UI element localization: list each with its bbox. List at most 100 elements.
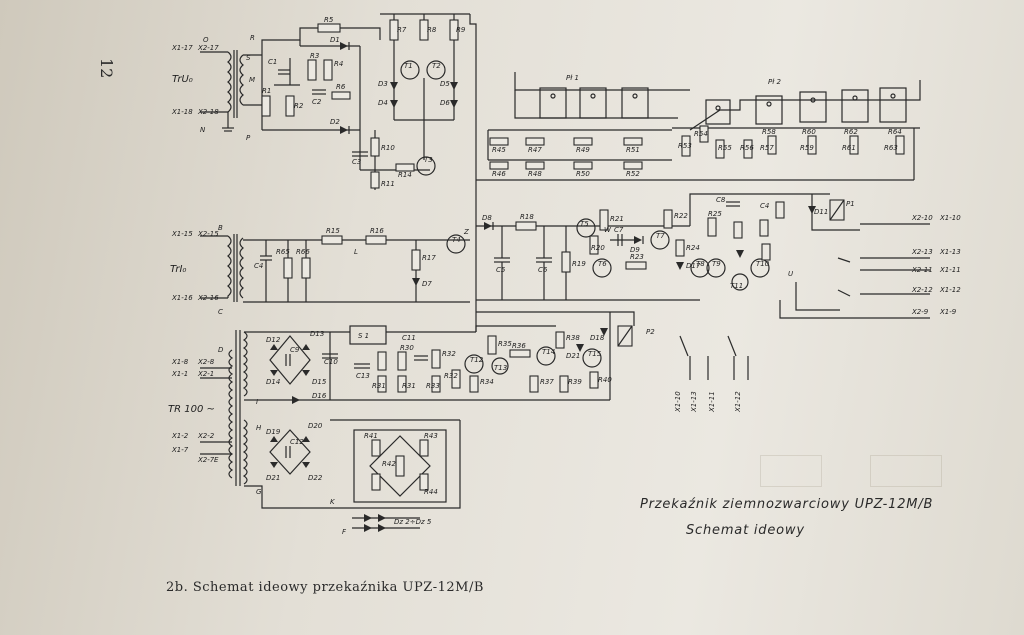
label-c7: C7 <box>614 226 624 234</box>
paper-emboss-mark <box>870 455 942 487</box>
label-r17: R17 <box>422 254 436 262</box>
label-r25: R25 <box>708 210 722 218</box>
label-r41: R41 <box>364 432 378 440</box>
terminal-x1-18: X1-18 <box>171 108 193 116</box>
label-t6: T6 <box>598 260 607 268</box>
label-r37: R37 <box>540 378 554 386</box>
label-t7: T7 <box>656 232 665 240</box>
label-r4: R4 <box>334 60 343 68</box>
label-c5: C5 <box>496 266 506 274</box>
label-t2: T2 <box>432 62 441 70</box>
label-d21: D21 <box>266 474 280 482</box>
label-c4: C4 <box>254 262 263 270</box>
label-r47: R47 <box>528 146 542 154</box>
label-r53: R53 <box>678 142 692 150</box>
label-d20: D20 <box>308 422 323 430</box>
label-r57: R57 <box>760 144 774 152</box>
label-p1: P1 <box>846 200 855 208</box>
label-pl2: Pł 2 <box>768 78 781 86</box>
label-r63: R63 <box>884 144 898 152</box>
label-t15: T15 <box>588 350 602 358</box>
label-c2: C2 <box>312 98 322 106</box>
terminal-x2-7: X2-7 <box>197 456 215 464</box>
node-label-o: O <box>203 36 209 44</box>
label-t1: T1 <box>404 62 413 70</box>
label-dz2-dz5: Dz 2÷Dz 5 <box>394 518 432 526</box>
label-r58: R58 <box>762 128 776 136</box>
label-r6: R6 <box>336 83 346 91</box>
label-t11: T11 <box>730 282 743 290</box>
label-r24: R24 <box>686 244 700 252</box>
output-relay-p1: P1 D11 X2-10 X1-10 X2-13 X1-13 X2-11 X1-… <box>779 194 961 319</box>
terminal-x1-7: X1-7 <box>171 446 189 454</box>
transformer-tri0-label: TrI₀ <box>170 264 186 275</box>
label-d1: D1 <box>330 36 340 44</box>
terminal-x2-8: X2-8 <box>197 358 215 366</box>
node-label-u: U <box>788 270 793 278</box>
node-label-m: M <box>249 76 255 84</box>
label-r11: R11 <box>381 180 395 188</box>
label-r65: R65 <box>276 248 290 256</box>
label-r66: R66 <box>296 248 310 256</box>
label-r16: R16 <box>370 227 384 235</box>
label-r43: R43 <box>424 432 438 440</box>
handwritten-subtitle: Schemat ideowy <box>686 523 805 538</box>
label-r14: R14 <box>398 171 412 179</box>
label-d13: D13 <box>310 330 324 338</box>
node-label-s: S <box>246 54 251 62</box>
label-t13: T13 <box>494 364 507 372</box>
node-label-b: B <box>218 224 223 232</box>
label-r2: R2 <box>294 102 304 110</box>
label-d14: D14 <box>266 378 280 386</box>
label-r48: R48 <box>528 170 542 178</box>
label-t10: T10 <box>756 260 770 268</box>
label-r61: R61 <box>842 144 856 152</box>
node-label-z: Z <box>463 228 469 236</box>
label-r30: R30 <box>400 344 414 352</box>
label-r31-second: R31 <box>402 382 416 390</box>
label-d6: D6 <box>440 99 450 107</box>
node-label-n: N <box>200 126 206 134</box>
label-r34: R34 <box>480 378 494 386</box>
label-r23: R23 <box>630 253 644 261</box>
label-r5: R5 <box>324 16 334 24</box>
label-d5: D5 <box>440 80 450 88</box>
node-label-g: G <box>256 488 262 496</box>
label-r21: R21 <box>610 215 624 223</box>
label-d21-second: D21 <box>566 352 580 360</box>
power-transformer-tr100: X1-8 X2-8 X1-1 X2-1 X1-2 X2-2 X1-7 X2-7 … <box>168 330 262 496</box>
label-d15: D15 <box>312 378 327 386</box>
label-r20: R20 <box>591 244 605 252</box>
transformer-tru0: X1-17 X2-17 X1-18 X2-18 TrU₀ O N R S M P <box>171 34 262 142</box>
terminal-x2-10: X2-10 <box>911 214 933 222</box>
trigger-stage: D8 R18 C5 C6 R19 T5 T6 R20 R21 C7 <box>476 193 830 301</box>
label-r33: R33 <box>426 382 440 390</box>
terminal-x1-9: X1-9 <box>939 308 957 316</box>
terminal-x1-13: X1-13 <box>939 248 961 256</box>
label-pl1: Pł 1 <box>566 74 579 82</box>
label-r1: R1 <box>262 87 271 95</box>
label-d19: D19 <box>266 428 281 436</box>
node-label-k: K <box>330 498 336 506</box>
label-r60: R60 <box>802 128 816 136</box>
label-t12: T12 <box>470 356 484 364</box>
label-r40: R40 <box>598 376 612 384</box>
label-t3: T3 <box>424 156 433 164</box>
label-d7: D7 <box>422 280 432 288</box>
label-r64: R64 <box>888 128 902 136</box>
label-r31: R31 <box>372 382 386 390</box>
label-r3: R3 <box>310 52 319 60</box>
node-label-c: C <box>218 308 223 316</box>
terminal-x2-18: X2-18 <box>197 108 219 116</box>
label-c1: C1 <box>268 58 277 66</box>
terminal-x1-17: X1-17 <box>171 44 193 52</box>
label-d3: D3 <box>378 80 388 88</box>
node-label-r: R <box>250 34 255 42</box>
range-switch-network: Pł 1 R45 R47 R49 R51 R46 R48 R50 R52 <box>476 72 921 181</box>
label-r19: R19 <box>572 260 586 268</box>
terminal-x1-16: X1-16 <box>171 294 193 302</box>
label-r56: R56 <box>740 144 754 152</box>
label-d22: D22 <box>308 474 323 482</box>
label-r35: R35 <box>498 340 512 348</box>
